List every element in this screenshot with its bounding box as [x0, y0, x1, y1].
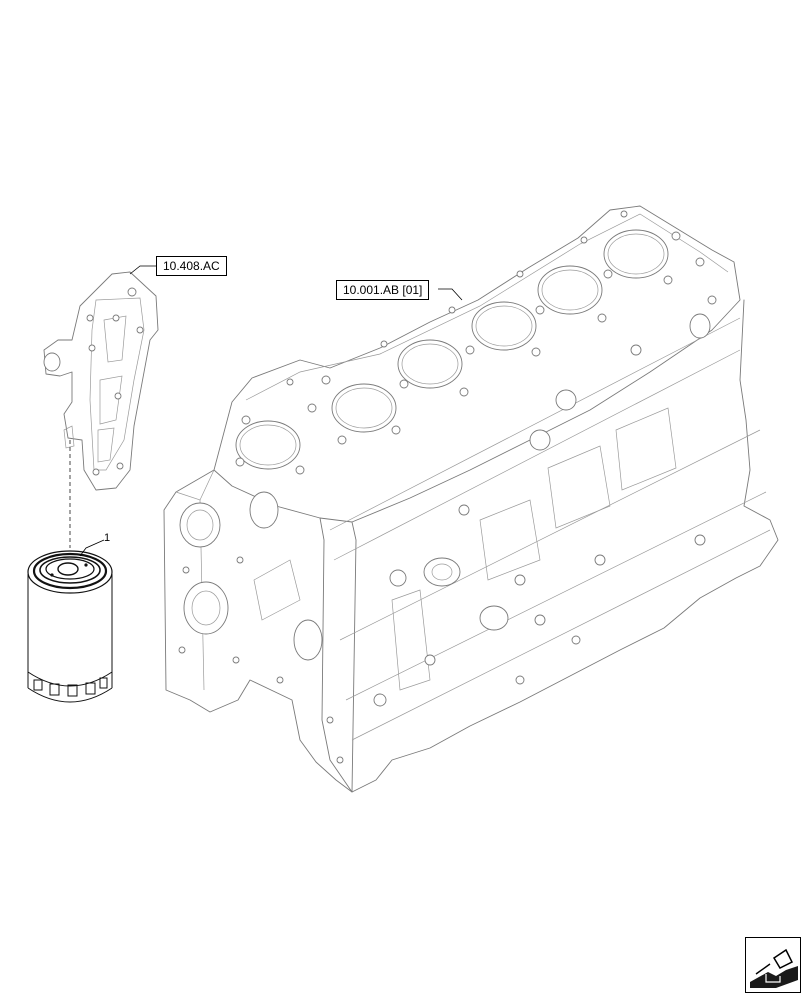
- page-turn-glyph: [750, 948, 798, 988]
- oil-filter: [27, 550, 113, 703]
- callout-oil-filter: 1: [104, 532, 111, 544]
- front-face-features: [178, 491, 344, 764]
- cylinder-bores: [235, 229, 669, 470]
- reference-10-408-ac[interactable]: 10.408.AC: [156, 256, 227, 276]
- page-turn-icon[interactable]: [745, 937, 801, 993]
- engine-block: [163, 205, 779, 793]
- reference-10-001-ab[interactable]: 10.001.AB [01]: [336, 280, 430, 300]
- deck-holes: [235, 210, 717, 475]
- leader-lines: [79, 265, 463, 557]
- side-features: [373, 313, 711, 707]
- oil-filter-head: [43, 271, 159, 491]
